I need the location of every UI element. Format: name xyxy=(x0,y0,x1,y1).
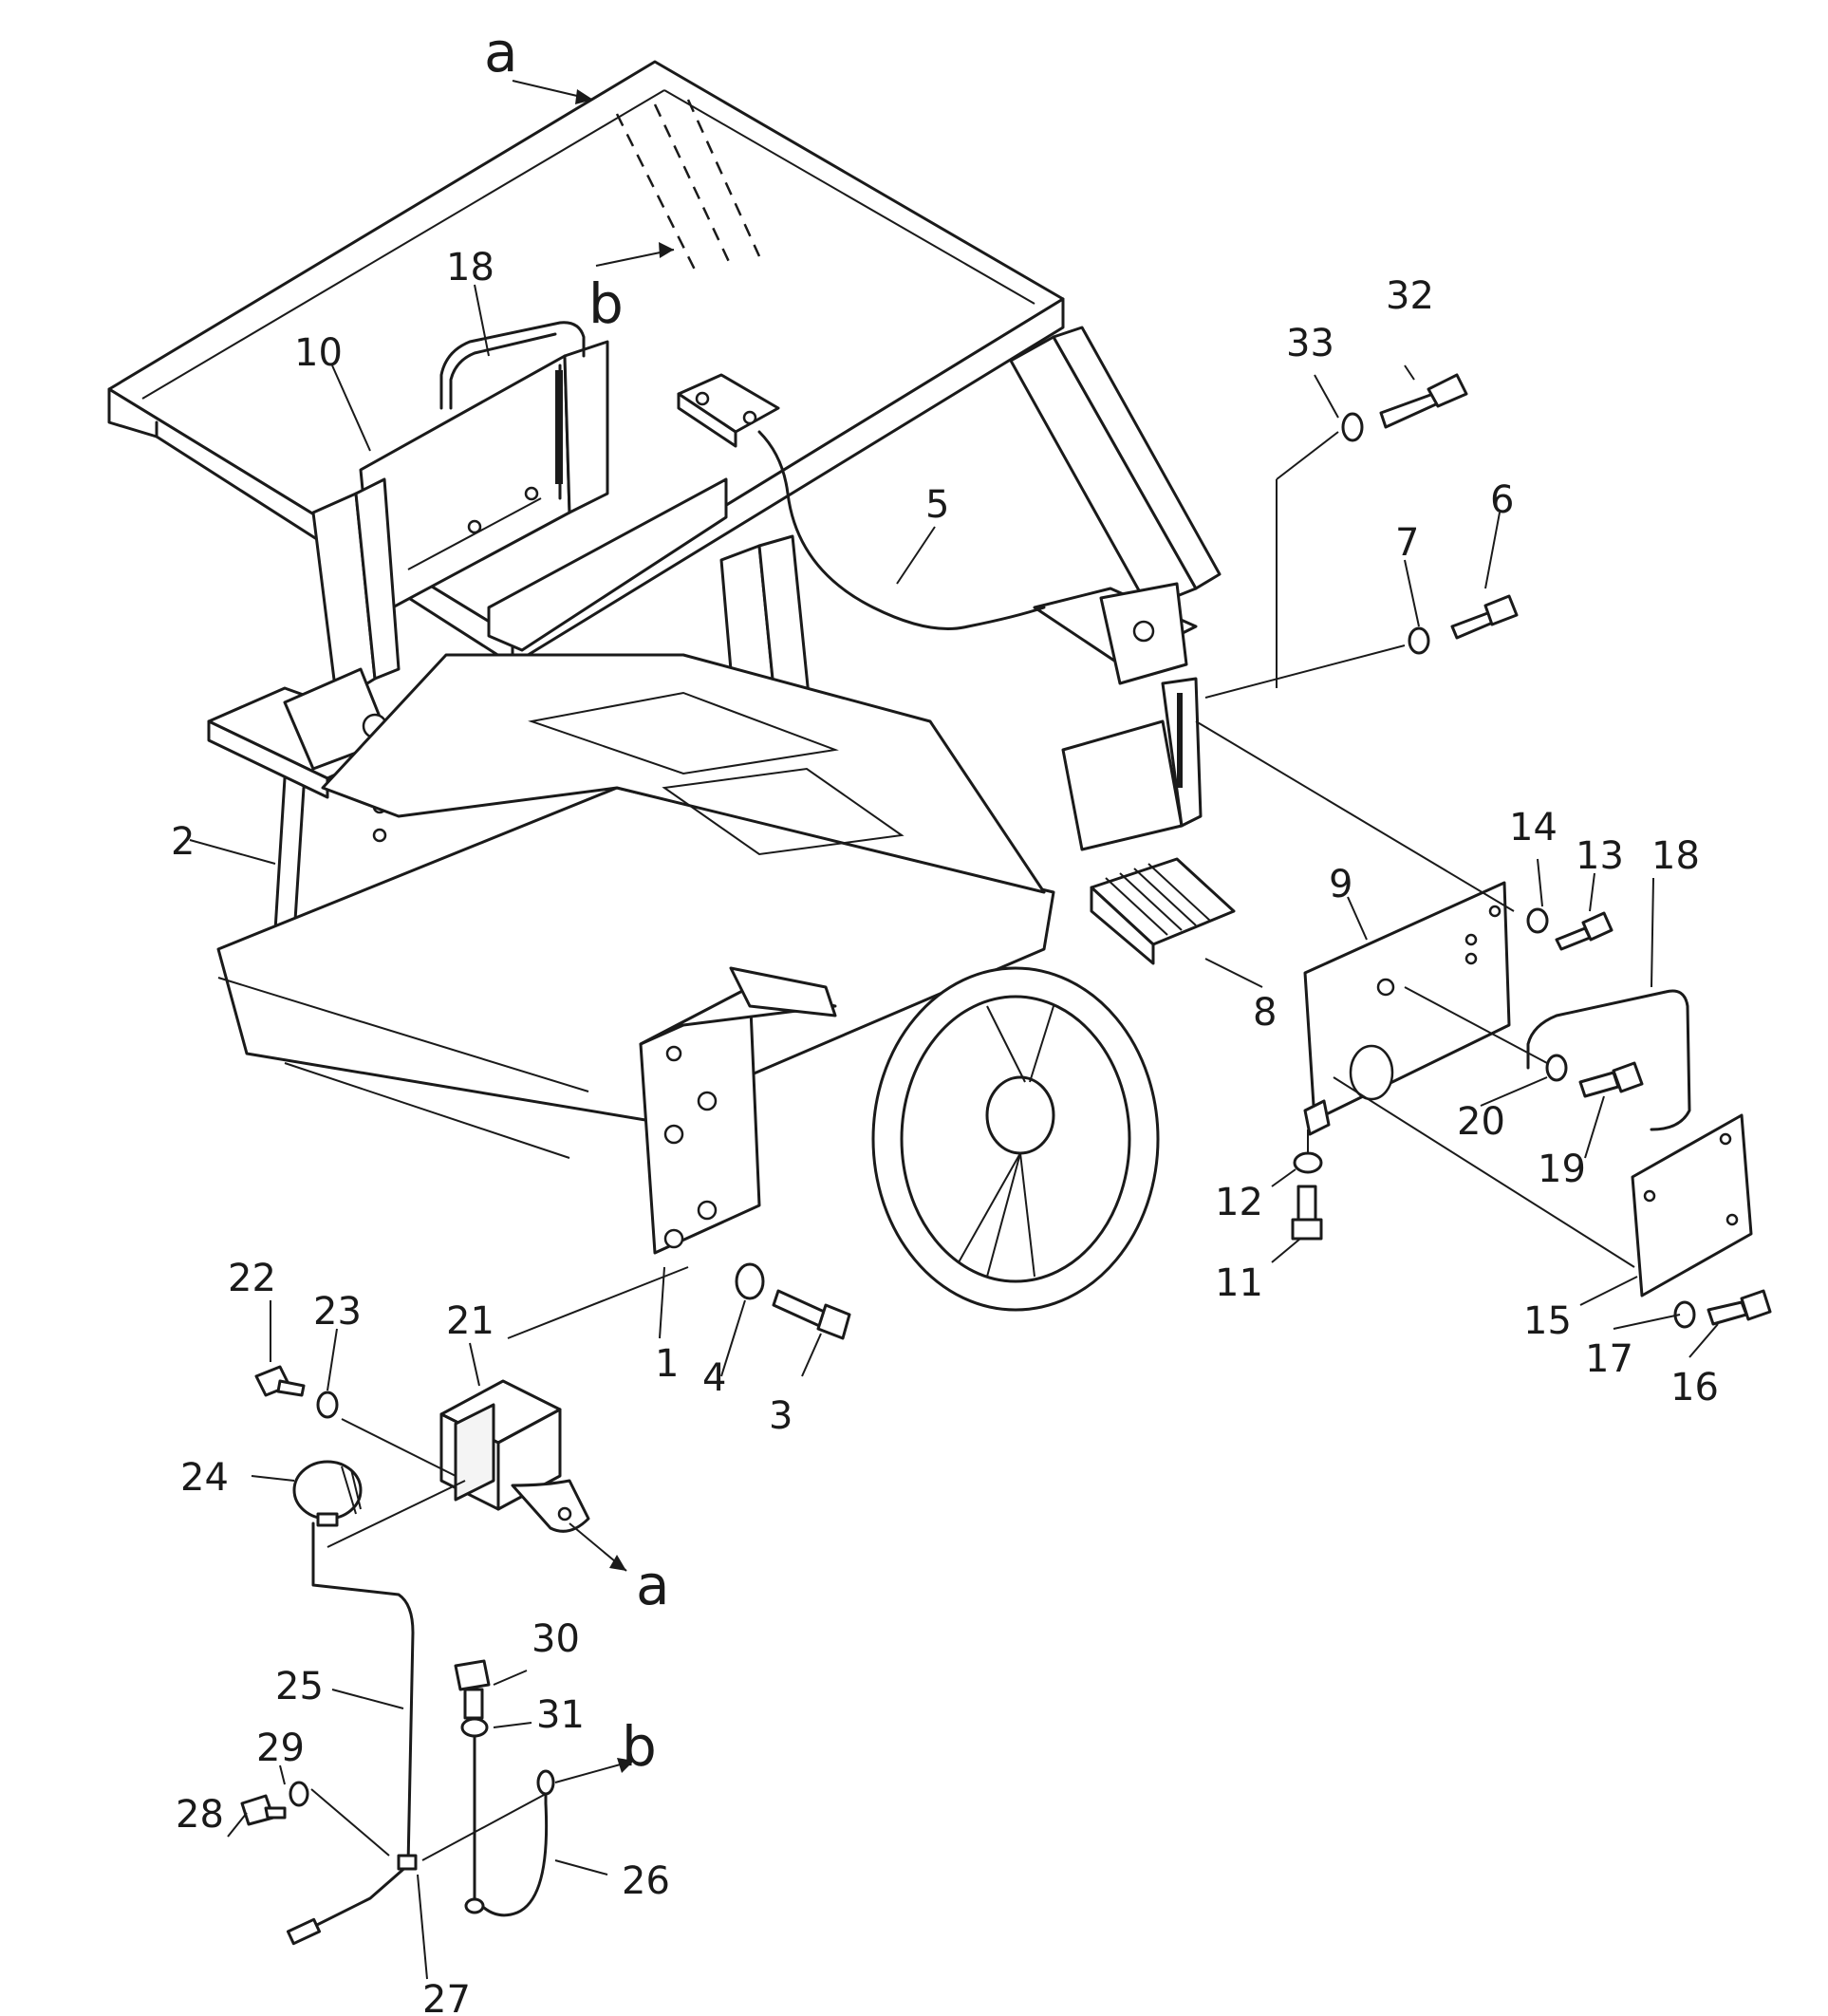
callout-10: 10 xyxy=(294,331,343,375)
hardware xyxy=(240,373,1772,1826)
callout-8: 8 xyxy=(1253,991,1277,1035)
callout-3: 3 xyxy=(769,1394,793,1438)
callout-4: 4 xyxy=(702,1356,726,1400)
callout-13: 13 xyxy=(1576,834,1624,878)
right-rear-mount xyxy=(1033,582,1203,851)
callout-1: 1 xyxy=(655,1342,679,1386)
front-pillar-mount xyxy=(639,966,837,1255)
callout-29: 29 xyxy=(256,1727,305,1770)
leader-lines xyxy=(189,80,1719,1980)
callout-7: 7 xyxy=(1395,521,1419,565)
grab-handle-top xyxy=(439,321,586,410)
callout-27: 27 xyxy=(422,1978,471,2016)
ref-a-bottom: a xyxy=(636,1553,670,1617)
side-plate xyxy=(359,340,609,619)
grab-handle-right xyxy=(1526,989,1691,1131)
rear-right-pillar xyxy=(1009,326,1222,609)
roof-beam xyxy=(487,477,728,652)
callout-11: 11 xyxy=(1215,1261,1263,1305)
ref-a-top: a xyxy=(484,20,518,84)
callout-26: 26 xyxy=(622,1859,670,1903)
lamp-bracket xyxy=(439,1379,590,1533)
callout-20: 20 xyxy=(1457,1100,1505,1144)
ref-b-top: b xyxy=(588,271,624,336)
callout-2: 2 xyxy=(171,820,195,864)
callout-32: 32 xyxy=(1386,274,1434,318)
callout-24: 24 xyxy=(180,1456,229,1500)
callout-30: 30 xyxy=(532,1617,580,1661)
callout-22: 22 xyxy=(228,1257,276,1300)
callout-16: 16 xyxy=(1670,1366,1719,1409)
callout-5: 5 xyxy=(925,483,949,527)
work-lamp xyxy=(292,1460,363,1527)
callout-18-second: 18 xyxy=(1651,834,1700,878)
wheel xyxy=(871,966,1160,1312)
callout-21: 21 xyxy=(446,1299,494,1343)
connector-block xyxy=(1090,857,1236,965)
callout-31: 31 xyxy=(536,1693,585,1737)
wiring-harness-5 xyxy=(757,430,1046,630)
callout-12: 12 xyxy=(1215,1181,1263,1224)
callout-15: 15 xyxy=(1523,1299,1572,1343)
lamp-cable xyxy=(302,1521,415,1933)
top-mount-plate xyxy=(677,373,780,448)
callout-17: 17 xyxy=(1585,1337,1633,1381)
callout-labels: 1 2 3 4 5 6 7 8 9 10 11 12 13 14 15 16 1… xyxy=(171,20,1719,2016)
callout-33: 33 xyxy=(1286,322,1334,365)
callout-9: 9 xyxy=(1329,863,1352,906)
machine-body xyxy=(216,653,1055,1159)
callout-18: 18 xyxy=(446,246,494,289)
callout-6: 6 xyxy=(1490,478,1514,522)
callout-28: 28 xyxy=(176,1793,224,1837)
rear-left-pillar xyxy=(311,477,401,704)
callout-14: 14 xyxy=(1509,806,1558,849)
cover-plate xyxy=(1631,1113,1753,1297)
callout-19: 19 xyxy=(1538,1148,1586,1191)
callout-23: 23 xyxy=(313,1290,362,1334)
ref-b-bottom: b xyxy=(622,1714,657,1779)
ground-wire xyxy=(473,1735,549,1917)
right-side-plate xyxy=(1303,881,1511,1136)
callout-25: 25 xyxy=(275,1665,324,1708)
